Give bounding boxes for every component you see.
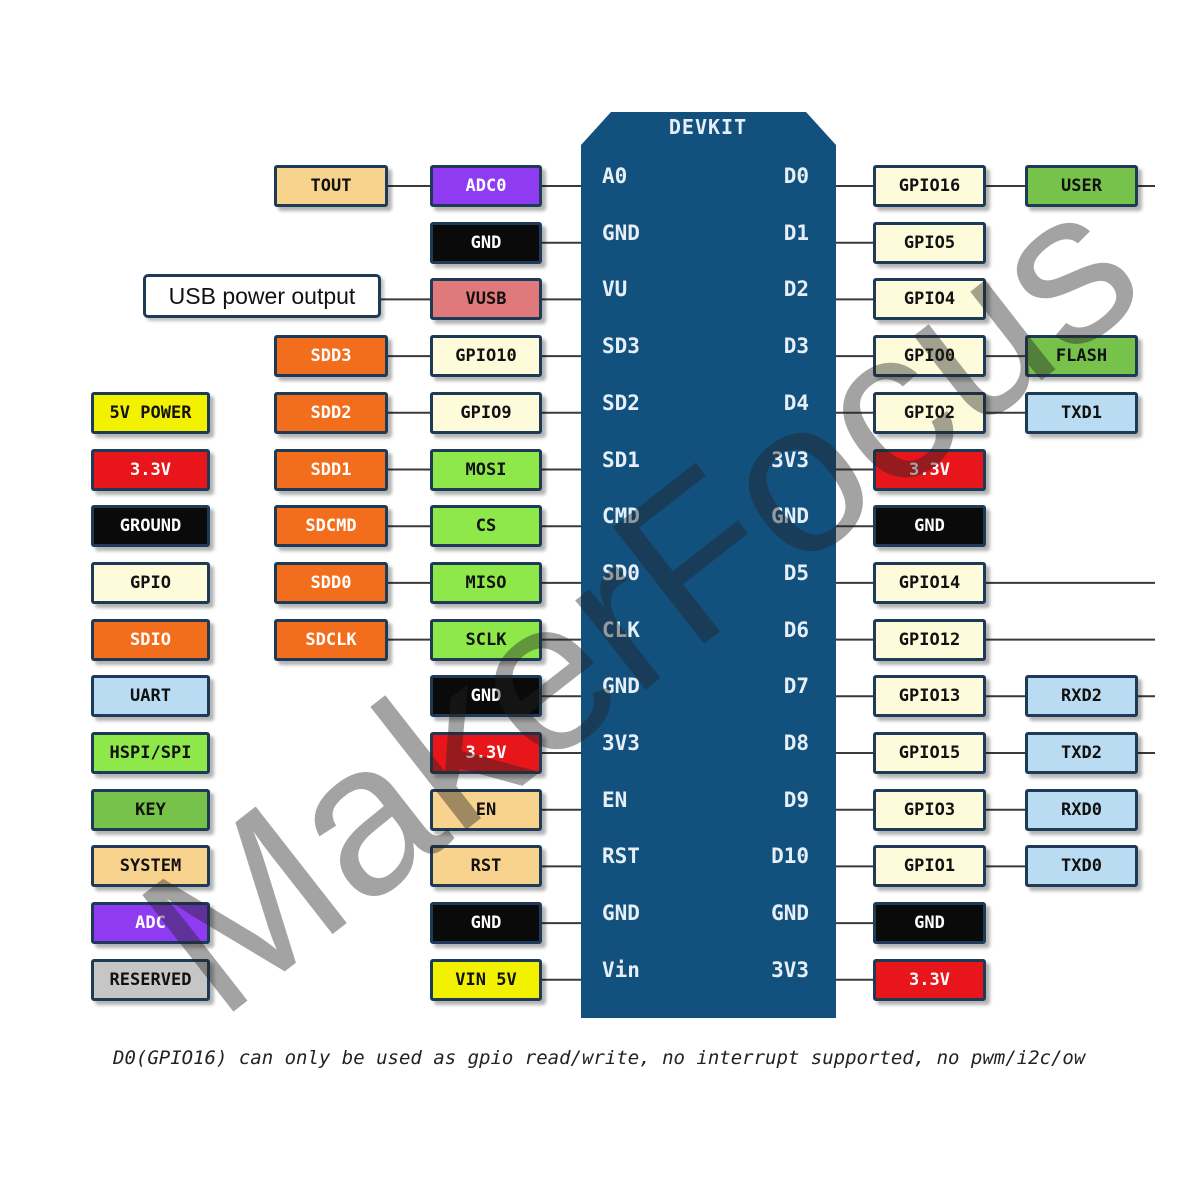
left-inner-mosi-box: MOSI — [430, 448, 542, 491]
left-inner-en-box: EN — [430, 788, 542, 831]
pin-label-left-sd1: SD1 — [602, 447, 640, 472]
legend-hspi-spi: HSPI/SPI — [91, 732, 210, 774]
pin-label-right-d7: D7 — [783, 674, 809, 699]
legend-3-3v: 3.3V — [91, 448, 210, 491]
left-inner-miso-box: MISO — [430, 561, 542, 604]
right-inner-gpio13-box: GPIO13 — [873, 675, 986, 718]
legend-reserved: RESERVED — [91, 958, 210, 1001]
right-inner-3-3v-box: 3.3V — [873, 448, 986, 491]
left-outer-sdcmd-box: SDCMD — [274, 505, 388, 548]
pin-label-right-d8: D8 — [783, 731, 809, 755]
pin-label-left-cmd: CMD — [602, 504, 640, 529]
board-title: DEVKIT — [668, 115, 748, 139]
legend-uart: UART — [91, 675, 210, 718]
left-outer-sdd2-box: SDD2 — [274, 391, 388, 434]
left-inner-sclk-box: SCLK — [430, 618, 542, 661]
pin-label-right-3v3: 3V3 — [771, 447, 809, 472]
right-outer-txd2-box: TXD2 — [1025, 732, 1138, 774]
pin-label-left-rst: RST — [602, 844, 640, 869]
pin-label-left-vu: VU — [602, 277, 628, 302]
left-inner-3-3v-box: 3.3V — [430, 732, 542, 774]
right-inner-gpio5-box: GPIO5 — [873, 221, 986, 264]
left-inner-vusb-box: VUSB — [430, 278, 542, 321]
right-inner-gpio3-box: GPIO3 — [873, 788, 986, 831]
right-inner-gnd-box: GND — [873, 505, 986, 548]
legend-ground: GROUND — [91, 505, 210, 548]
right-inner-gpio15-box: GPIO15 — [873, 732, 986, 774]
right-inner-gpio14-box: GPIO14 — [873, 561, 986, 604]
pin-label-right-d9: D9 — [783, 787, 809, 812]
left-inner-vin-5v-box: VIN 5V — [430, 958, 542, 1001]
pin-label-left-sd0: SD0 — [602, 560, 640, 585]
devkit-board — [581, 112, 836, 1018]
right-inner-gpio1-box: GPIO1 — [873, 845, 986, 888]
pin-label-left-sd3: SD3 — [602, 334, 640, 359]
left-inner-gnd-box: GND — [430, 221, 542, 264]
left-outer-sdd1-box: SDD1 — [274, 448, 388, 491]
pin-label-right-d6: D6 — [783, 617, 809, 642]
pin-label-left-gnd: GND — [602, 674, 640, 699]
legend-key: KEY — [91, 788, 210, 831]
usb-power-output-label: USB power output — [143, 274, 381, 319]
legend-5v-power: 5V POWER — [91, 391, 210, 434]
pin-label-right-d0: D0 — [783, 164, 809, 188]
pin-label-left-vin: Vin — [602, 957, 640, 982]
right-inner-gpio4-box: GPIO4 — [873, 278, 986, 321]
pin-label-right-gnd: GND — [771, 901, 809, 926]
pin-label-left-a0: A0 — [602, 164, 628, 188]
left-outer-sdd0-box: SDD0 — [274, 561, 388, 604]
left-inner-cs-box: CS — [430, 505, 542, 548]
right-inner-gpio2-box: GPIO2 — [873, 391, 986, 434]
pin-label-left-gnd: GND — [602, 220, 640, 245]
right-inner-3-3v-box: 3.3V — [873, 958, 986, 1001]
pin-label-right-gnd: GND — [771, 504, 809, 529]
legend-gpio: GPIO — [91, 561, 210, 604]
pin-label-right-d2: D2 — [783, 277, 809, 302]
left-outer-sdd3-box: SDD3 — [274, 335, 388, 378]
pin-label-left-gnd: GND — [602, 901, 640, 926]
pin-label-left-3v3: 3V3 — [602, 731, 640, 755]
right-inner-gpio16-box: GPIO16 — [873, 165, 986, 207]
pin-label-left-en: EN — [602, 787, 628, 812]
legend-adc: ADC — [91, 902, 210, 945]
left-outer-tout-box: TOUT — [274, 165, 388, 207]
left-outer-sdclk-box: SDCLK — [274, 618, 388, 661]
left-inner-gpio9-box: GPIO9 — [430, 391, 542, 434]
right-outer-rxd0-box: RXD0 — [1025, 788, 1138, 831]
pin-label-right-d10: D10 — [771, 844, 809, 869]
right-inner-gnd-box: GND — [873, 902, 986, 945]
pin-label-left-clk: CLK — [602, 617, 640, 642]
left-inner-gnd-box: GND — [430, 675, 542, 718]
right-outer-rxd2-box: RXD2 — [1025, 675, 1138, 718]
left-inner-rst-box: RST — [430, 845, 542, 888]
legend-sdio: SDIO — [91, 618, 210, 661]
pin-label-right-3v3: 3V3 — [771, 957, 809, 982]
right-inner-gpio12-box: GPIO12 — [873, 618, 986, 661]
left-inner-gnd-box: GND — [430, 902, 542, 945]
pin-label-right-d4: D4 — [783, 390, 809, 415]
pin-label-right-d3: D3 — [783, 334, 809, 359]
left-inner-gpio10-box: GPIO10 — [430, 335, 542, 378]
pin-label-left-sd2: SD2 — [602, 390, 640, 415]
right-outer-txd0-box: TXD0 — [1025, 845, 1138, 888]
pin-label-right-d5: D5 — [783, 560, 809, 585]
right-outer-txd1-box: TXD1 — [1025, 391, 1138, 434]
right-outer-flash-box: FLASH — [1025, 335, 1138, 378]
legend-system: SYSTEM — [91, 845, 210, 888]
pin-label-right-d1: D1 — [783, 220, 809, 245]
right-outer-user-box: USER — [1025, 165, 1138, 207]
footnote: D0(GPIO16) can only be used as gpio read… — [113, 1047, 1086, 1069]
left-inner-adc0-box: ADC0 — [430, 165, 542, 207]
right-inner-gpio0-box: GPIO0 — [873, 335, 986, 378]
